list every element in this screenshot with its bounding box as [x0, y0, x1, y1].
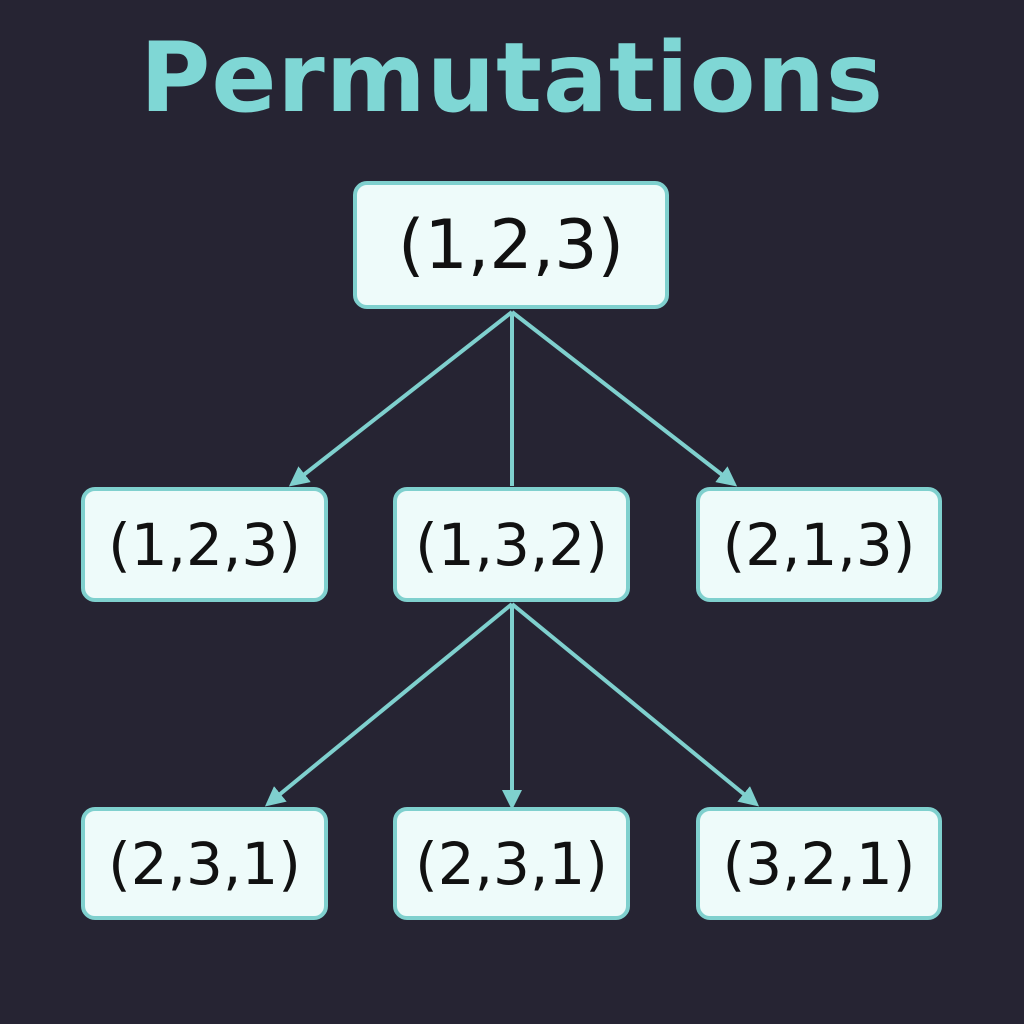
node-root-label: (1,2,3) [397, 205, 625, 285]
node-2-3-label: (3,2,1) [722, 829, 916, 898]
node-2-2-label: (2,3,1) [415, 829, 608, 898]
node-2-1-label: (2,3,1) [108, 829, 301, 898]
edge-root-to-node-1-1 [288, 310, 514, 487]
edge-node-1-2-to-node-2-3 [510, 602, 760, 807]
node-1-3-label: (2,1,3) [722, 510, 916, 579]
node-2-2: (2,3,1) [393, 807, 630, 920]
node-1-3: (2,1,3) [696, 487, 942, 602]
node-1-2: (1,3,2) [393, 487, 630, 602]
node-2-3: (3,2,1) [696, 807, 942, 920]
edge-node-1-2-to-node-2-1 [264, 602, 514, 807]
diagram-title: Permutations [139, 22, 885, 134]
node-1-1-label: (1,2,3) [108, 510, 301, 579]
edge-root-to-node-1-3 [510, 310, 738, 487]
node-1-2-label: (1,3,2) [415, 510, 608, 579]
node-root: (1,2,3) [353, 181, 669, 309]
node-1-1: (1,2,3) [81, 487, 328, 602]
node-2-1: (2,3,1) [81, 807, 328, 920]
